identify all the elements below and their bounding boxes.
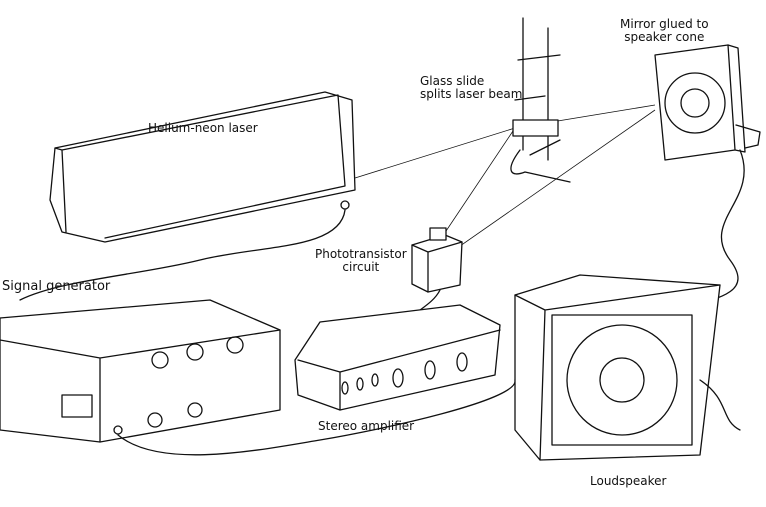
laser-cable — [19, 209, 346, 301]
loudspeaker — [514, 274, 741, 461]
glass-slide-stand — [510, 17, 571, 183]
label-signal-generator: Signal generator — [2, 279, 111, 294]
label-mirror: Mirror glued to speaker cone — [620, 17, 709, 44]
mirror-speaker — [639, 44, 761, 321]
stereo-amplifier — [294, 304, 501, 411]
helium-neon-laser — [49, 91, 356, 243]
label-amplifier: Stereo amplifier — [318, 419, 415, 433]
laser-beam — [354, 104, 656, 261]
label-glass-slide: Glass slide splits laser beam — [420, 74, 523, 101]
signal-generator — [0, 299, 281, 443]
label-laser: Helium-neon laser — [148, 121, 258, 135]
label-phototransistor: Phototransistor circuit — [315, 247, 407, 274]
generator-cable — [117, 379, 516, 456]
label-loudspeaker: Loudspeaker — [590, 474, 667, 488]
